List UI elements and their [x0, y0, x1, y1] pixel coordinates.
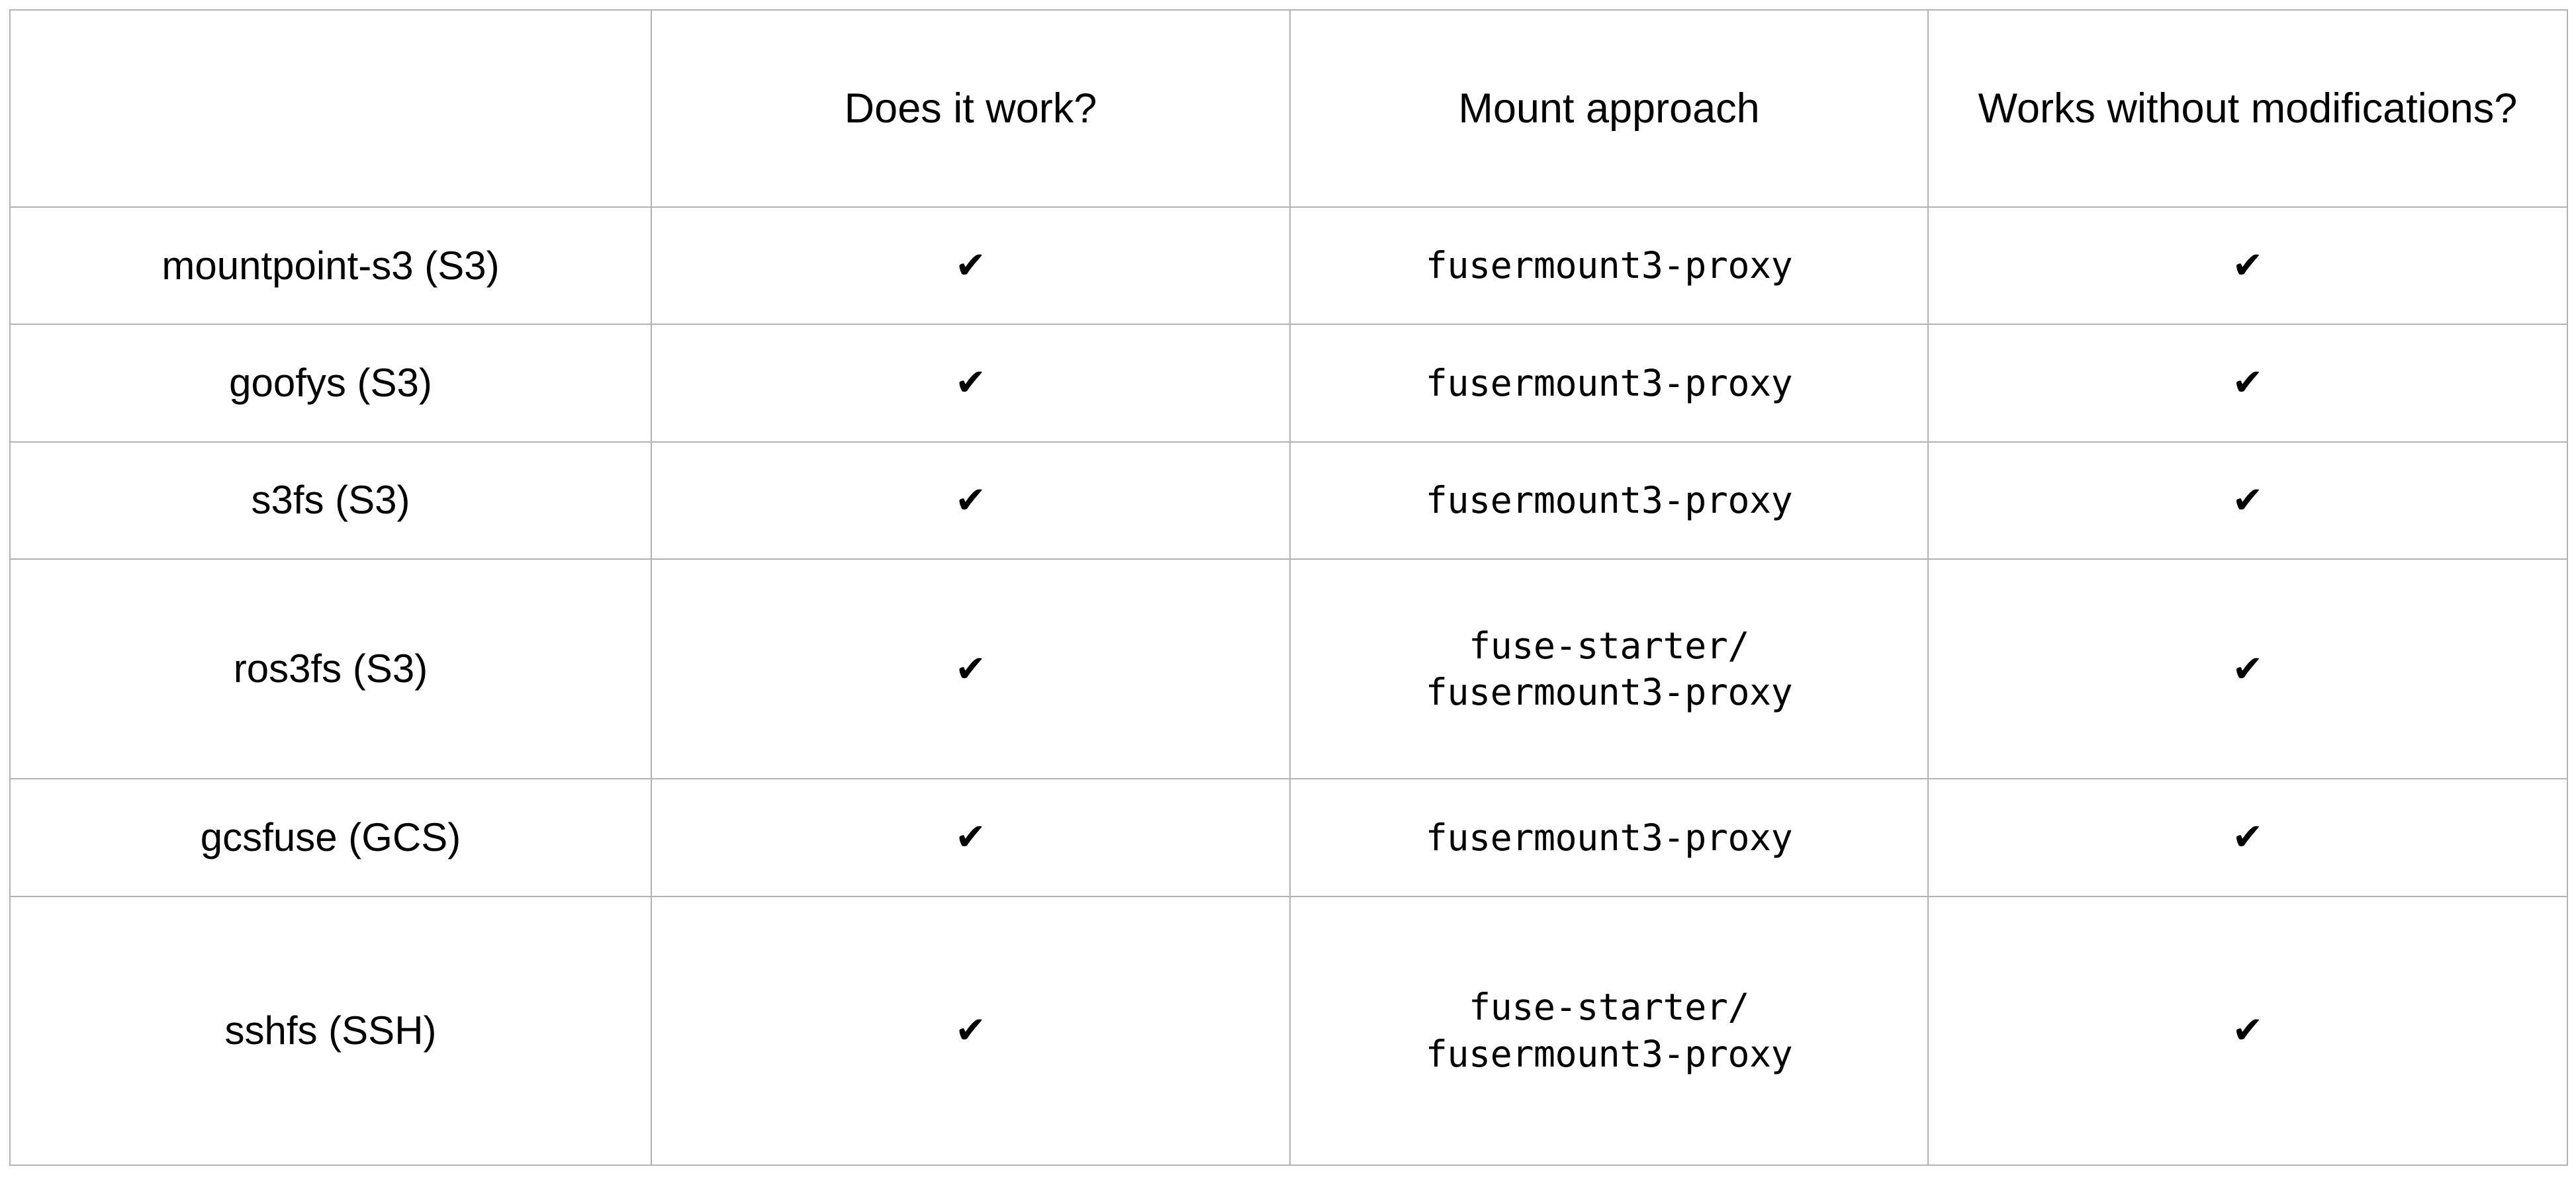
check-icon: ✔ [651, 778, 1291, 897]
check-icon: ✔ [651, 206, 1291, 326]
check-icon: ✔ [651, 441, 1291, 560]
mount-approach-value: fusermount3-proxy [1289, 324, 1929, 443]
header-row: Does it work? Mount approach Works witho… [9, 9, 2568, 208]
column-header-mount-approach: Mount approach [1289, 9, 1929, 208]
mount-approach-value: fuse-starter/ fusermount3-proxy [1289, 558, 1929, 780]
column-header-filesystem [9, 9, 652, 208]
table-row: sshfs (SSH) ✔ fuse-starter/ fusermount3-… [9, 895, 2568, 1166]
table-header: Does it work? Mount approach Works witho… [9, 9, 2568, 208]
filesystem-name: ros3fs (S3) [9, 558, 652, 780]
check-icon: ✔ [651, 895, 1291, 1166]
filesystem-name: mountpoint-s3 (S3) [9, 206, 652, 326]
table-row: gcsfuse (GCS) ✔ fusermount3-proxy ✔ [9, 778, 2568, 897]
mount-approach-value: fusermount3-proxy [1289, 778, 1929, 897]
table-row: mountpoint-s3 (S3) ✔ fusermount3-proxy ✔ [9, 206, 2568, 326]
check-icon: ✔ [1927, 324, 2568, 443]
check-icon: ✔ [1927, 778, 2568, 897]
filesystem-name: sshfs (SSH) [9, 895, 652, 1166]
filesystem-name: goofys (S3) [9, 324, 652, 443]
comparison-table-container: Does it work? Mount approach Works witho… [9, 9, 2568, 1166]
table-row: goofys (S3) ✔ fusermount3-proxy ✔ [9, 324, 2568, 443]
table-body: mountpoint-s3 (S3) ✔ fusermount3-proxy ✔… [9, 206, 2568, 1166]
column-header-does-it-work: Does it work? [651, 9, 1291, 208]
table-row: s3fs (S3) ✔ fusermount3-proxy ✔ [9, 441, 2568, 560]
check-icon: ✔ [651, 558, 1291, 780]
mount-approach-value: fusermount3-proxy [1289, 441, 1929, 560]
check-icon: ✔ [1927, 895, 2568, 1166]
check-icon: ✔ [1927, 441, 2568, 560]
check-icon: ✔ [1927, 206, 2568, 326]
check-icon: ✔ [651, 324, 1291, 443]
filesystem-name: gcsfuse (GCS) [9, 778, 652, 897]
mount-approach-value: fusermount3-proxy [1289, 206, 1929, 326]
filesystem-name: s3fs (S3) [9, 441, 652, 560]
mount-approach-value: fuse-starter/ fusermount3-proxy [1289, 895, 1929, 1166]
table-row: ros3fs (S3) ✔ fuse-starter/ fusermount3-… [9, 558, 2568, 780]
fuse-filesystem-comparison-table: Does it work? Mount approach Works witho… [9, 9, 2568, 1166]
column-header-works-without-modifications: Works without modifications? [1927, 9, 2568, 208]
check-icon: ✔ [1927, 558, 2568, 780]
